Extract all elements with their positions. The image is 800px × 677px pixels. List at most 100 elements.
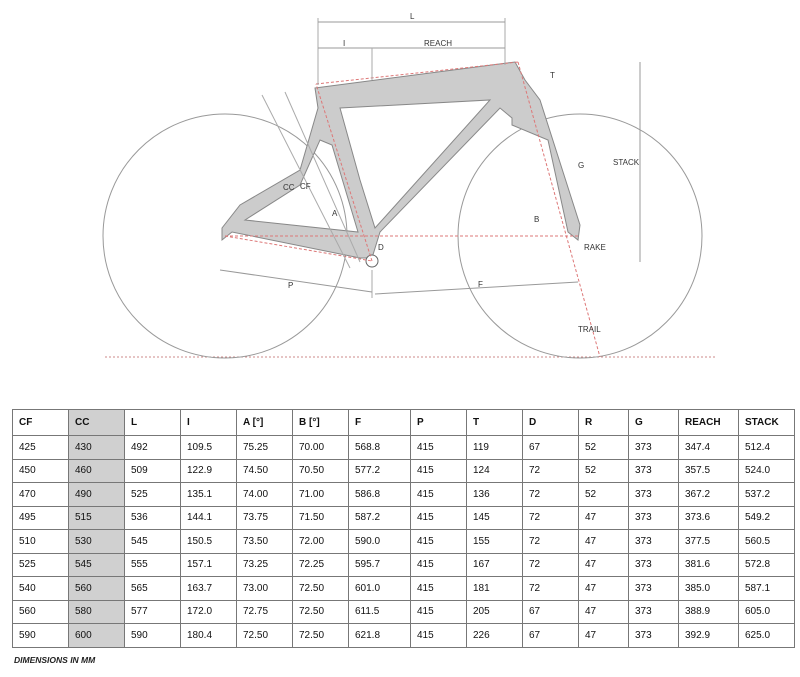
table-cell: 172.0 bbox=[180, 599, 237, 624]
table-cell: 373.6 bbox=[678, 505, 739, 530]
table-cell: 565 bbox=[124, 576, 181, 601]
table-cell: 560.5 bbox=[738, 529, 795, 554]
table-cell: 580 bbox=[68, 599, 125, 624]
table-cell: 611.5 bbox=[348, 599, 411, 624]
table-cell: 415 bbox=[410, 529, 467, 554]
label-I: I bbox=[343, 39, 345, 48]
table-cell: 385.0 bbox=[678, 576, 739, 601]
label-REACH: REACH bbox=[424, 39, 452, 48]
table-cell: 205 bbox=[466, 599, 523, 624]
table-cell: 163.7 bbox=[180, 576, 237, 601]
table-cell: 74.50 bbox=[236, 458, 293, 483]
table-cell: 415 bbox=[410, 458, 467, 483]
table-cell: 536 bbox=[124, 505, 181, 530]
table-cell: 167 bbox=[466, 552, 523, 577]
label-A: A bbox=[332, 209, 338, 218]
table-cell: 621.8 bbox=[348, 623, 411, 648]
table-cell: 155 bbox=[466, 529, 523, 554]
label-T: T bbox=[550, 71, 555, 80]
table-cell: 67 bbox=[522, 599, 579, 624]
table-cell: 47 bbox=[578, 623, 629, 648]
table-cell: 545 bbox=[68, 552, 125, 577]
table-cell: 510 bbox=[12, 529, 69, 554]
table-cell: 52 bbox=[578, 458, 629, 483]
table-cell: 525 bbox=[124, 482, 181, 507]
table-cell: 537.2 bbox=[738, 482, 795, 507]
table-cell: 512.4 bbox=[738, 435, 795, 460]
table-cell: 587.1 bbox=[738, 576, 795, 601]
label-B: B bbox=[534, 215, 539, 224]
table-cell: 72 bbox=[522, 576, 579, 601]
label-STACK: STACK bbox=[613, 158, 640, 167]
table-cell: 72.50 bbox=[292, 576, 349, 601]
table-cell: 492 bbox=[124, 435, 181, 460]
table-cell: 381.6 bbox=[678, 552, 739, 577]
table-cell: 367.2 bbox=[678, 482, 739, 507]
table-cell: 71.50 bbox=[292, 505, 349, 530]
table-cell: 181 bbox=[466, 576, 523, 601]
table-cell: 74.00 bbox=[236, 482, 293, 507]
label-P: P bbox=[288, 281, 293, 290]
table-cell: 70.50 bbox=[292, 458, 349, 483]
table-cell: 415 bbox=[410, 576, 467, 601]
table-cell: 373 bbox=[628, 623, 679, 648]
table-cell: 47 bbox=[578, 552, 629, 577]
table-cell: 495 bbox=[12, 505, 69, 530]
table-cell: 605.0 bbox=[738, 599, 795, 624]
table-cell: 75.25 bbox=[236, 435, 293, 460]
table-cell: 47 bbox=[578, 599, 629, 624]
table-cell: 73.50 bbox=[236, 529, 293, 554]
table-cell: 70.00 bbox=[292, 435, 349, 460]
table-cell: 450 bbox=[12, 458, 69, 483]
column-header: REACH bbox=[678, 409, 739, 436]
table-cell: 67 bbox=[522, 435, 579, 460]
label-G: G bbox=[578, 161, 584, 170]
table-cell: 590 bbox=[124, 623, 181, 648]
table-cell: 524.0 bbox=[738, 458, 795, 483]
table-cell: 470 bbox=[12, 482, 69, 507]
column-header: F bbox=[348, 409, 411, 436]
table-cell: 601.0 bbox=[348, 576, 411, 601]
table-cell: 415 bbox=[410, 482, 467, 507]
column-header: CF bbox=[12, 409, 69, 436]
table-cell: 124 bbox=[466, 458, 523, 483]
table-cell: 72.50 bbox=[292, 599, 349, 624]
table-cell: 549.2 bbox=[738, 505, 795, 530]
table-cell: 425 bbox=[12, 435, 69, 460]
table-cell: 373 bbox=[628, 458, 679, 483]
table-cell: 180.4 bbox=[180, 623, 237, 648]
table-cell: 577.2 bbox=[348, 458, 411, 483]
table-cell: 47 bbox=[578, 505, 629, 530]
table-cell: 392.9 bbox=[678, 623, 739, 648]
frame bbox=[221, 61, 581, 259]
column-header: CC bbox=[68, 409, 125, 436]
table-cell: 572.8 bbox=[738, 552, 795, 577]
column-header: P bbox=[410, 409, 467, 436]
table-cell: 577 bbox=[124, 599, 181, 624]
table-cell: 72 bbox=[522, 482, 579, 507]
table-cell: 72 bbox=[522, 505, 579, 530]
table-cell: 415 bbox=[410, 435, 467, 460]
table-cell: 150.5 bbox=[180, 529, 237, 554]
table-cell: 72.50 bbox=[236, 623, 293, 648]
table-cell: 373 bbox=[628, 576, 679, 601]
table-cell: 388.9 bbox=[678, 599, 739, 624]
table-cell: 72 bbox=[522, 552, 579, 577]
table-cell: 560 bbox=[12, 599, 69, 624]
table-cell: 52 bbox=[578, 435, 629, 460]
table-cell: 71.00 bbox=[292, 482, 349, 507]
label-CF: CF bbox=[300, 182, 311, 191]
table-cell: 590 bbox=[12, 623, 69, 648]
table-cell: 145 bbox=[466, 505, 523, 530]
column-header: G bbox=[628, 409, 679, 436]
table-cell: 460 bbox=[68, 458, 125, 483]
